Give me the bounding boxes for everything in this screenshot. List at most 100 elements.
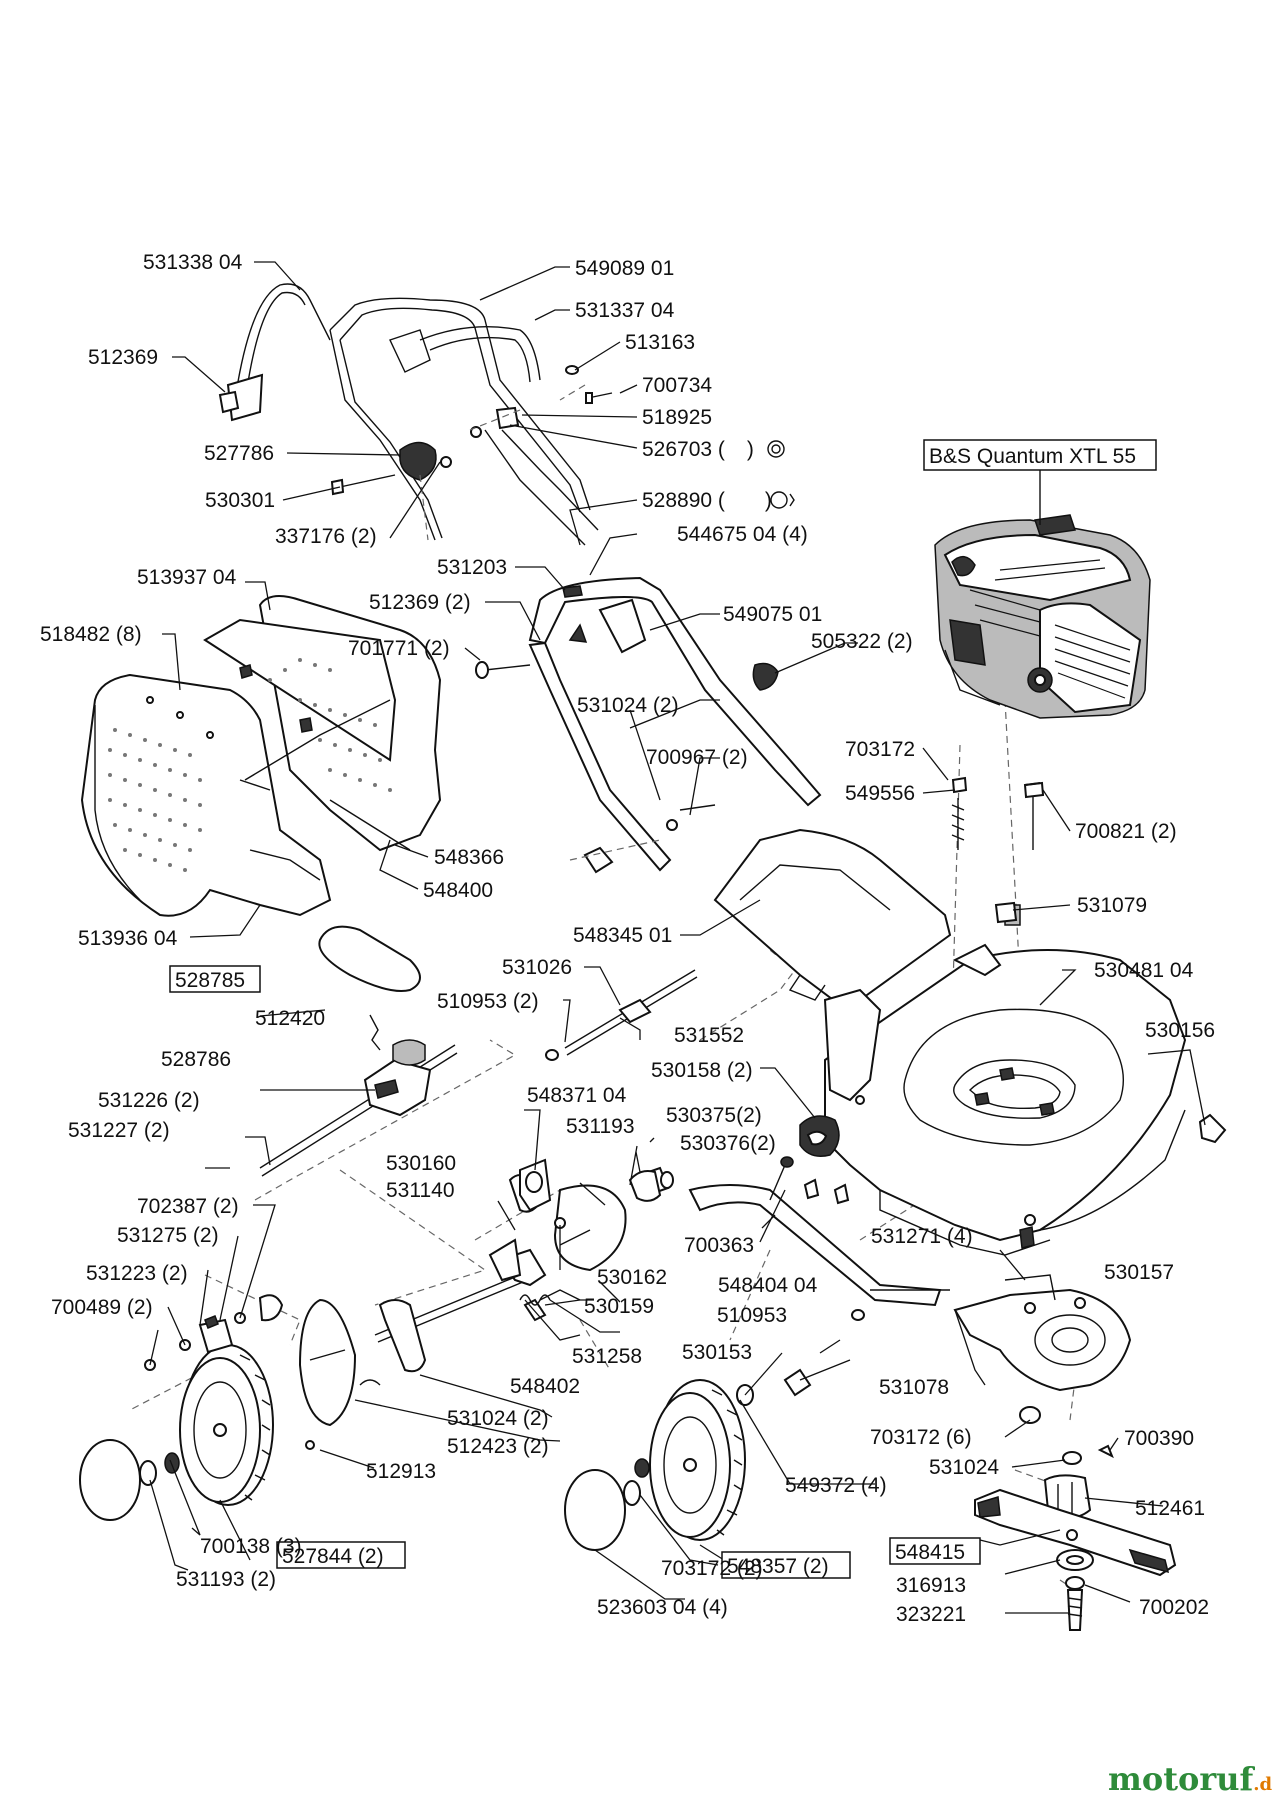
label-512423: 512423 (2) bbox=[447, 1435, 549, 1458]
rear-wheel-bracket bbox=[488, 1166, 670, 1301]
label-530158: 530158 (2) bbox=[651, 1059, 753, 1082]
label-510953b: 510953 bbox=[717, 1304, 787, 1327]
label-316913: 316913 bbox=[896, 1574, 966, 1597]
label-531193a: 531193 bbox=[566, 1115, 635, 1138]
label-531337: 531337 04 bbox=[575, 299, 675, 322]
upper-handle-531337 bbox=[419, 325, 541, 383]
label-513936: 513936 04 bbox=[78, 927, 178, 950]
bag-mesh bbox=[108, 658, 392, 872]
engine-label: B&S Quantum XTL 55 bbox=[929, 445, 1136, 468]
label-530481: 530481 04 bbox=[1094, 959, 1194, 982]
label-700967: 700967 (2) bbox=[646, 746, 748, 769]
label-700489: 700489 (2) bbox=[51, 1296, 153, 1319]
label-531338: 531338 04 bbox=[143, 251, 243, 274]
label-531024c: 531024 bbox=[929, 1456, 999, 1479]
spring-531258 bbox=[519, 1294, 551, 1306]
label-548357: 548357 (2) bbox=[727, 1555, 829, 1578]
label-512369b: 512369 (2) bbox=[369, 591, 471, 614]
label-548345: 548345 01 bbox=[573, 924, 672, 947]
wheel-cover-left bbox=[298, 1298, 357, 1427]
label-548371: 548371 04 bbox=[527, 1084, 627, 1107]
label-531024b: 531024 (2) bbox=[447, 1407, 549, 1430]
label-512420: 512420 bbox=[255, 1007, 325, 1030]
box-548415 bbox=[889, 1537, 981, 1565]
bracket-548371 bbox=[519, 1158, 552, 1212]
label-548415: 548415 bbox=[895, 1541, 965, 1564]
label-548402: 548402 bbox=[510, 1375, 580, 1398]
label-530156: 530156 bbox=[1145, 1019, 1215, 1042]
drive-shaft-531026 bbox=[545, 969, 698, 1061]
label-531078: 531078 bbox=[879, 1376, 949, 1399]
label-700202: 700202 bbox=[1139, 1596, 1209, 1619]
deck-small-parts bbox=[951, 776, 1227, 1249]
axle-548402 bbox=[374, 1274, 547, 1373]
label-700390: 700390 bbox=[1124, 1427, 1194, 1450]
label-531024a: 531024 (2) bbox=[577, 694, 679, 717]
label-531226: 531226 (2) bbox=[98, 1089, 200, 1112]
label-549556: 549556 bbox=[845, 782, 915, 805]
drive-belt-528785 bbox=[318, 925, 421, 992]
label-548366: 548366 bbox=[434, 846, 504, 869]
bolt-700821 bbox=[1024, 782, 1041, 786]
label-528890-close: ) bbox=[765, 489, 772, 512]
lower-handle-549075 bbox=[475, 576, 822, 874]
leader-lines bbox=[149, 261, 1206, 1614]
upper-handle-531338 bbox=[226, 283, 331, 422]
box-527844 bbox=[276, 1541, 406, 1569]
label-518925: 518925 bbox=[642, 406, 712, 429]
label-531258: 531258 bbox=[572, 1345, 642, 1368]
wheel-spacers bbox=[736, 1309, 865, 1406]
label-530376: 530376(2) bbox=[680, 1132, 776, 1155]
label-531552: 531552 bbox=[674, 1024, 744, 1047]
label-700734: 700734 bbox=[642, 374, 712, 397]
label-531227: 531227 (2) bbox=[68, 1119, 170, 1142]
cam-530158 bbox=[799, 1115, 840, 1157]
mower-deck-530481 bbox=[823, 943, 1187, 1256]
height-adjuster-548404 bbox=[688, 1184, 950, 1307]
label-549075: 549075 01 bbox=[723, 603, 822, 626]
label-703172b: 703172 (6) bbox=[870, 1426, 972, 1449]
cables-top bbox=[419, 384, 599, 546]
label-530301: 530301 bbox=[205, 489, 275, 512]
spring-symbol-inner-icon bbox=[771, 444, 781, 454]
label-531275: 531275 (2) bbox=[117, 1224, 219, 1247]
label-703172c: 703172 (2) bbox=[661, 1557, 763, 1580]
label-505322: 505322 (2) bbox=[811, 630, 913, 653]
engine-b-s-quantum bbox=[934, 514, 1151, 719]
label-700363: 700363 bbox=[684, 1234, 754, 1257]
label-530159: 530159 bbox=[584, 1295, 654, 1318]
label-530153: 530153 bbox=[682, 1341, 752, 1364]
rear-chute-548345 bbox=[713, 828, 952, 1007]
label-512461: 512461 bbox=[1135, 1497, 1205, 1520]
label-530160: 530160 bbox=[386, 1152, 456, 1175]
label-526703: 526703 () bbox=[642, 438, 754, 461]
label-531203: 531203 bbox=[437, 556, 507, 579]
label-528890-text: 528890 ( bbox=[642, 489, 725, 512]
upper-handle-549089 bbox=[329, 297, 591, 541]
label-531193b: 531193 (2) bbox=[176, 1568, 276, 1591]
watermark-brand: motoruf bbox=[1108, 1760, 1255, 1798]
watermark-tld: .de bbox=[1253, 1774, 1272, 1795]
label-523603: 523603 04 (4) bbox=[597, 1596, 728, 1619]
label-530162: 530162 bbox=[597, 1266, 667, 1289]
spring-symbol-icon bbox=[767, 440, 785, 458]
label-512369a: 512369 bbox=[88, 346, 158, 369]
label-513163: 513163 bbox=[625, 331, 695, 354]
label-518482: 518482 (8) bbox=[40, 623, 142, 646]
label-512913: 512913 bbox=[366, 1460, 436, 1483]
label-513937: 513937 04 bbox=[137, 566, 237, 589]
label-526703-text: 526703 ( bbox=[642, 438, 725, 461]
label-337176: 337176 (2) bbox=[275, 525, 377, 548]
wheel-548357 bbox=[649, 1379, 746, 1541]
blade-washer-bolt bbox=[1056, 1549, 1094, 1631]
screw-700363 bbox=[769, 1156, 850, 1205]
label-528890: 528890 () bbox=[642, 489, 772, 512]
label-323221: 323221 bbox=[896, 1603, 966, 1626]
watermark: motoruf.de bbox=[1108, 1760, 1272, 1798]
hubcap-right-523603 bbox=[564, 1458, 650, 1551]
svg-text:motoruf.de: motoruf.de bbox=[1108, 1760, 1272, 1798]
label-530157: 530157 bbox=[1104, 1261, 1174, 1284]
label-531140: 531140 bbox=[386, 1179, 455, 1202]
label-701771: 701771 (2) bbox=[348, 637, 450, 660]
